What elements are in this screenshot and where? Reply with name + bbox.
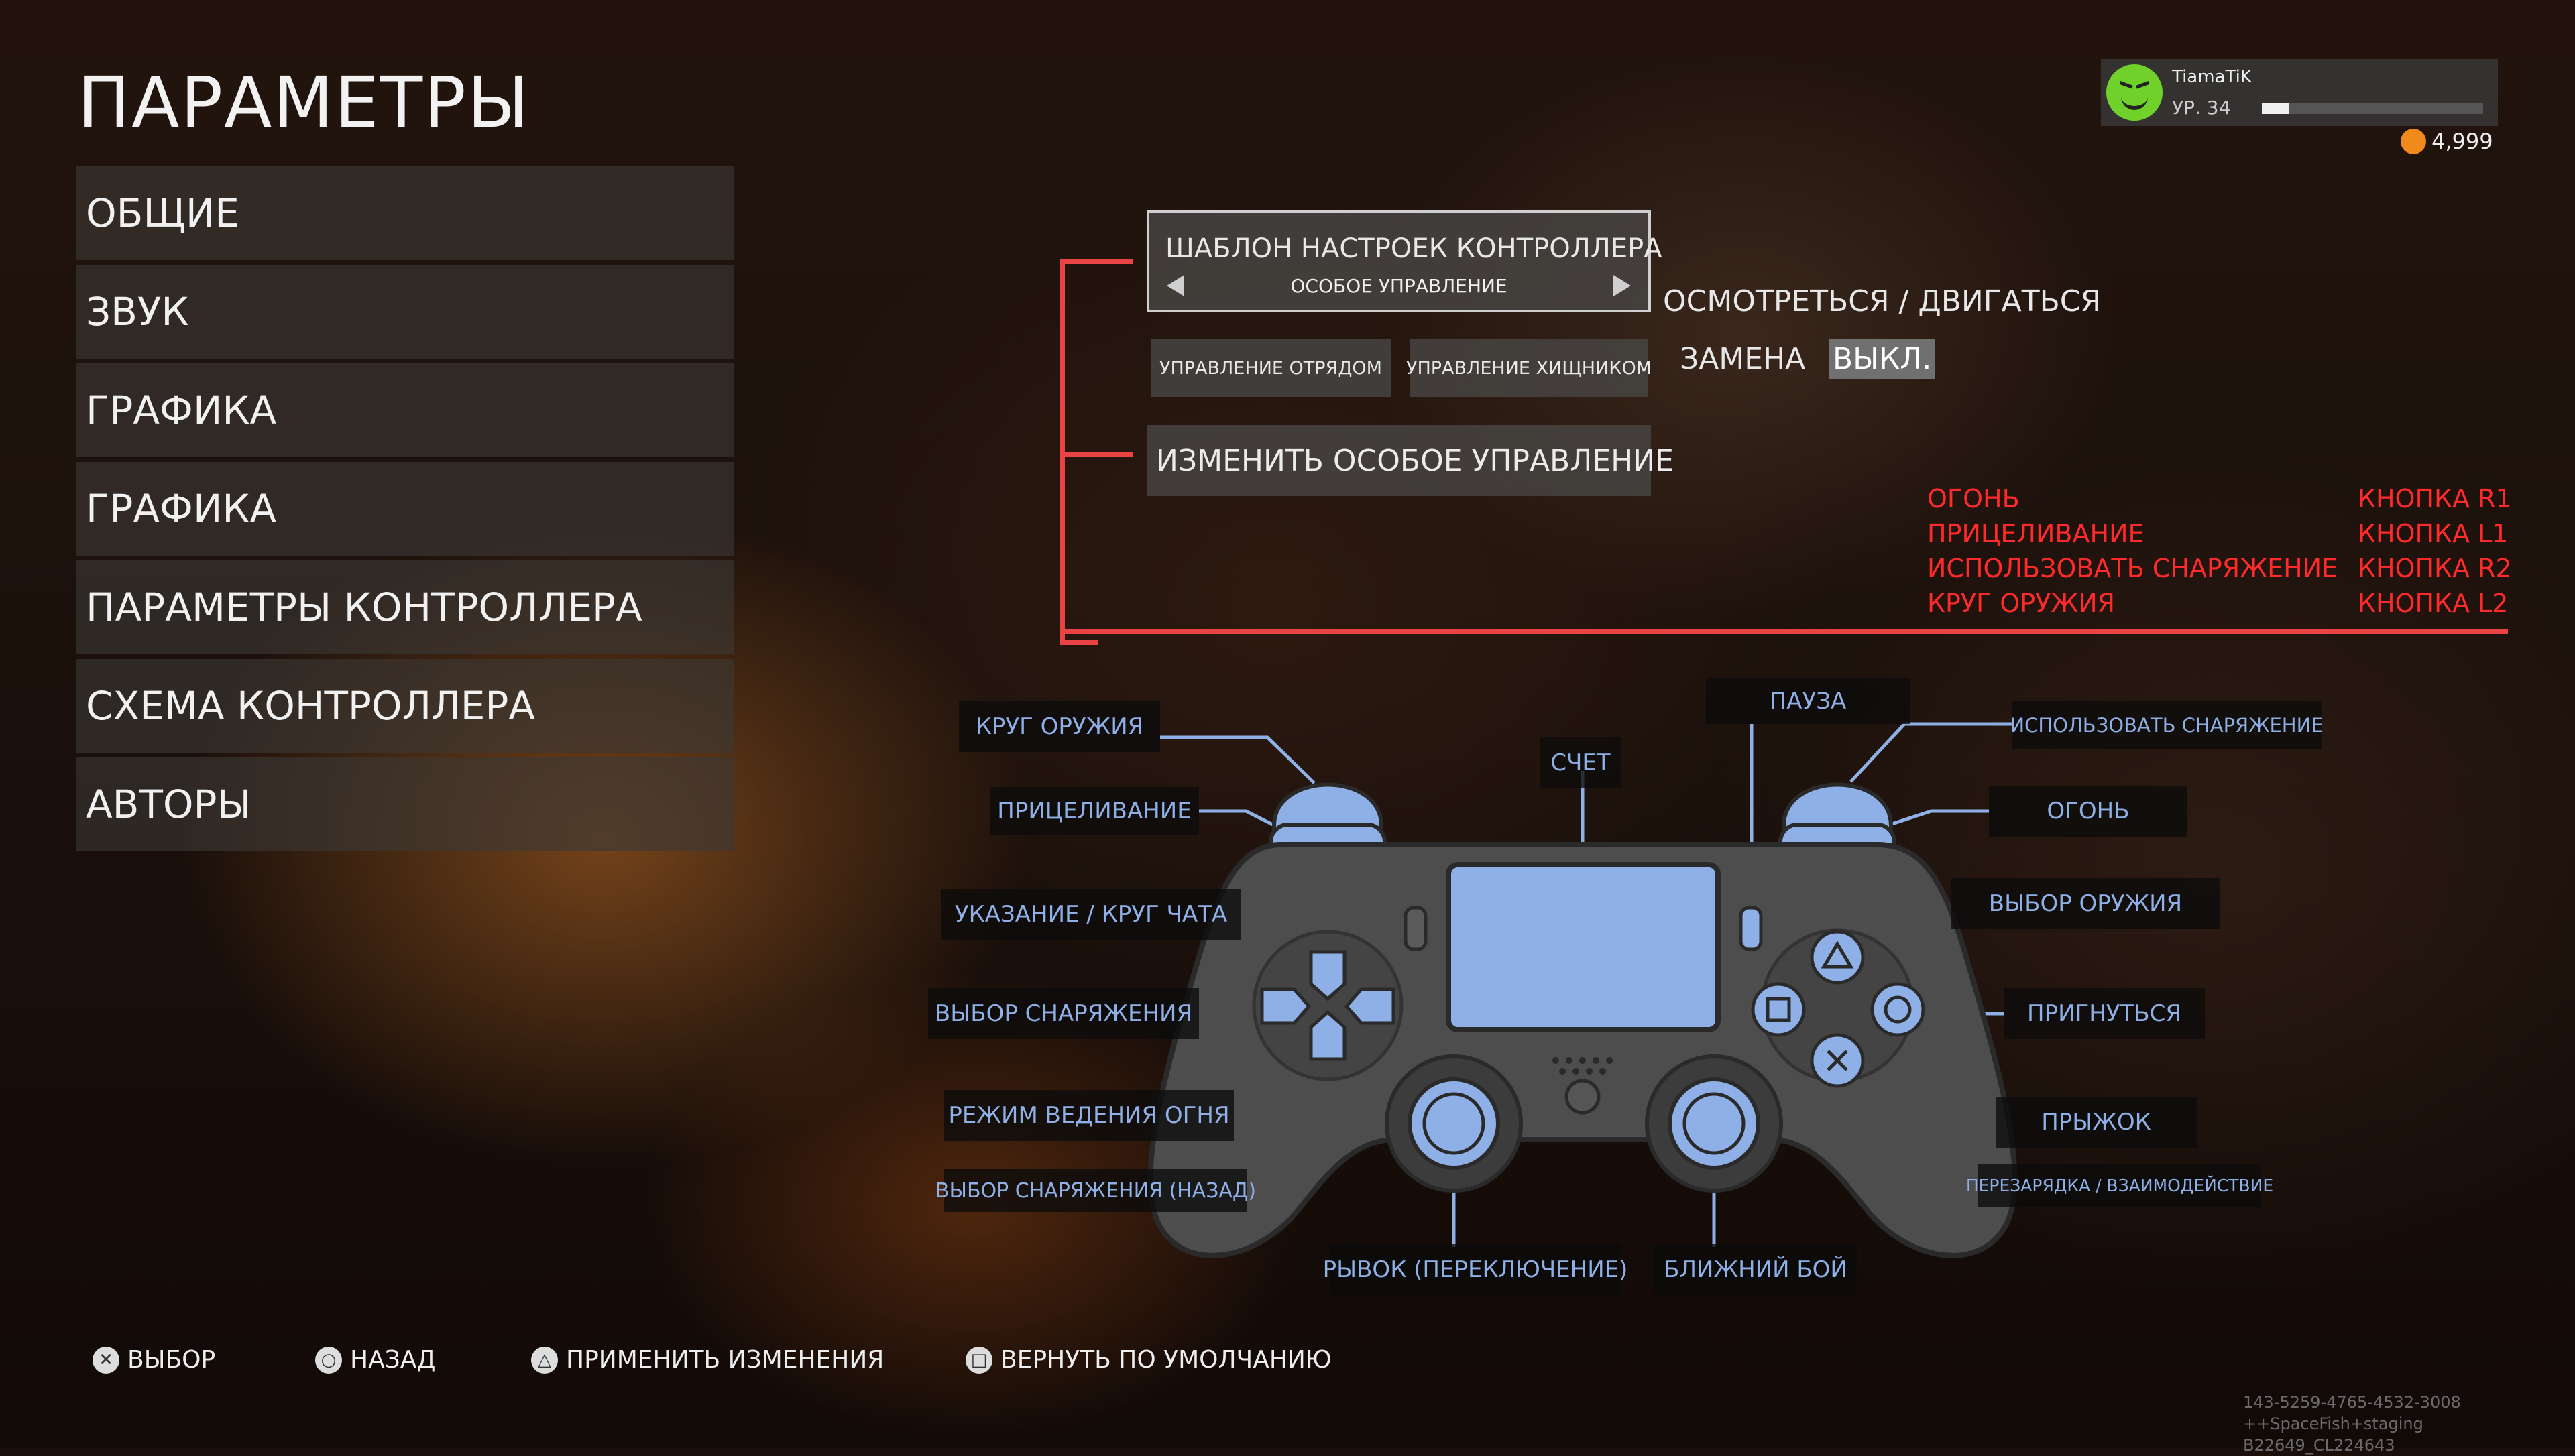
arrow-right-icon[interactable] <box>1613 275 1631 296</box>
menu-item-sound[interactable]: ЗВУК <box>76 265 734 359</box>
ps-button-icon <box>1564 1079 1601 1115</box>
settings-menu: ОБЩИЕ ЗВУК ГРАФИКА ГРАФИКА ПАРАМЕТРЫ КОН… <box>76 166 734 856</box>
right-stick-icon <box>1668 1077 1760 1170</box>
version-line-1: 143-5259-4765-4532-3008 <box>2243 1393 2461 1412</box>
footer-reset[interactable]: □ ВЕРНУТЬ ПО УМОЛЧАНИЮ <box>966 1346 1332 1374</box>
label-dpad-left: ВЫБОР СНАРЯЖЕНИЯ <box>928 988 1199 1039</box>
line-r2 <box>1849 722 2012 783</box>
label-dpad-down: РЕЖИМ ВЕДЕНИЯ ОГНЯ <box>944 1090 1234 1141</box>
binding-key-aim: КНОПКА L1 <box>2358 519 2509 548</box>
arrow-left-icon[interactable] <box>1167 275 1184 296</box>
dpad-down-icon <box>1309 1010 1347 1061</box>
profile-level: УР. 34 <box>2172 97 2231 119</box>
dpad-up-icon <box>1309 950 1347 1002</box>
label-triangle: ВЫБОР ОРУЖИЯ <box>1951 878 2220 929</box>
label-dpad-up: УКАЗАНИЕ / КРУГ ЧАТА <box>941 889 1241 940</box>
menu-item-graphics-2[interactable]: ГРАФИКА <box>76 462 734 556</box>
preset-bracket-bottom <box>1060 629 2508 634</box>
left-stick-icon <box>1408 1077 1500 1170</box>
dpad-right-icon <box>1344 987 1395 1025</box>
label-l2: КРУГ ОРУЖИЯ <box>959 701 1160 752</box>
menu-item-controller-layout[interactable]: СХЕМА КОНТРОЛЛЕРА <box>76 659 734 753</box>
label-cross: ПРЫЖОК <box>1996 1097 2197 1148</box>
binding-key-fire: КНОПКА R1 <box>2358 484 2512 513</box>
dpad-left-icon <box>1260 987 1312 1025</box>
swap-label: ЗАМЕНА <box>1680 342 1806 376</box>
xp-bar <box>2262 103 2483 114</box>
label-l1: ПРИЦЕЛИВАНИЕ <box>990 787 1199 835</box>
label-options: ПАУЗА <box>1706 678 1910 724</box>
profile-card: TiamaTiK УР. 34 <box>2101 59 2498 126</box>
label-r2: ИСПОЛЬЗОВАТЬ СНАРЯЖЕНИЕ <box>2010 701 2324 749</box>
menu-item-credits[interactable]: АВТОРЫ <box>76 757 734 851</box>
avatar <box>2106 64 2163 121</box>
profile-name: TiamaTiK <box>2172 67 2252 87</box>
edit-custom-controls-button[interactable]: ИЗМЕНИТЬ ОСОБОЕ УПРАВЛЕНИЕ <box>1147 425 1674 496</box>
binding-action-fire: ОГОНЬ <box>1927 484 2020 513</box>
square-icon: □ <box>966 1346 992 1374</box>
label-l3: РЫВОК (ПЕРЕКЛЮЧЕНИЕ) <box>1323 1244 1627 1295</box>
binding-key-weapon-wheel: КНОПКА L2 <box>2358 589 2509 618</box>
circle-button-icon <box>1870 982 1925 1037</box>
square-button-icon <box>1751 982 1806 1037</box>
binding-action-aim: ПРИЦЕЛИВАНИЕ <box>1927 519 2144 548</box>
credits-coin-icon <box>2401 129 2426 154</box>
look-move-label: ОСМОТРЕТЬСЯ / ДВИГАТЬСЯ <box>1663 284 2102 318</box>
page-title: ПАРАМЕТРЫ <box>78 62 530 143</box>
triangle-button-icon <box>1810 930 1865 985</box>
swap-toggle[interactable]: ВЫКЛ. <box>1829 339 1936 379</box>
label-r1: ОГОНЬ <box>1989 786 2187 837</box>
footer-back-label: НАЗАД <box>350 1346 436 1374</box>
speaker-grille <box>1552 1057 1613 1075</box>
footer-select[interactable]: ✕ ВЫБОР <box>93 1346 215 1374</box>
version-info: 143-5259-4765-4532-3008 ++SpaceFish+stag… <box>2243 1392 2575 1456</box>
footer-reset-label: ВЕРНУТЬ ПО УМОЛЧАНИЮ <box>1000 1346 1332 1374</box>
label-touchpad: СЧЕТ <box>1540 737 1621 788</box>
circle-icon: ○ <box>315 1346 342 1374</box>
version-line-2: ++SpaceFish+staging B22649_CL224643 <box>2243 1414 2423 1455</box>
line-r1 <box>1877 809 1989 831</box>
touchpad-icon <box>1446 862 1721 1032</box>
footer-apply[interactable]: △ ПРИМЕНИТЬ ИЗМЕНЕНИЯ <box>531 1346 884 1374</box>
share-button-icon <box>1404 906 1428 951</box>
cross-icon: ✕ <box>93 1346 119 1374</box>
triangle-icon: △ <box>531 1346 558 1374</box>
menu-item-controller-settings[interactable]: ПАРАМЕТРЫ КОНТРОЛЛЕРА <box>76 560 734 654</box>
binding-action-weapon-wheel: КРУГ ОРУЖИЯ <box>1927 589 2116 618</box>
binding-action-use-gear: ИСПОЛЬЗОВАТЬ СНАРЯЖЕНИЕ <box>1927 554 2338 583</box>
predator-control-button[interactable]: УПРАВЛЕНИЕ ХИЩНИКОМ <box>1406 339 1652 397</box>
footer-back[interactable]: ○ НАЗАД <box>315 1346 436 1374</box>
menu-item-graphics[interactable]: ГРАФИКА <box>76 363 734 457</box>
credits-value: 4,999 <box>2431 129 2493 154</box>
line-l2 <box>1160 735 1316 784</box>
line-l1 <box>1199 809 1282 831</box>
label-r3: БЛИЖНИЙ БОЙ <box>1654 1244 1857 1295</box>
footer-apply-label: ПРИМЕНИТЬ ИЗМЕНЕНИЯ <box>566 1346 884 1374</box>
template-value: ОСОБОЕ УПРАВЛЕНИЕ <box>1290 275 1507 297</box>
credits: 4,999 <box>2401 129 2493 154</box>
label-circle: ПРИГНУТЬСЯ <box>2004 988 2205 1039</box>
template-label: ШАБЛОН НАСТРОЕК КОНТРОЛЛЕРА <box>1165 233 1662 264</box>
binding-key-use-gear: КНОПКА R2 <box>2358 554 2512 583</box>
menu-item-general[interactable]: ОБЩИЕ <box>76 166 734 260</box>
footer-select-label: ВЫБОР <box>127 1346 216 1374</box>
options-button-icon <box>1739 906 1763 951</box>
controller-template-selector[interactable]: ШАБЛОН НАСТРОЕК КОНТРОЛЛЕРА ОСОБОЕ УПРАВ… <box>1147 210 1662 312</box>
label-square: ПЕРЕЗАРЯДКА / ВЗАИМОДЕЙСТВИЕ <box>1966 1164 2273 1207</box>
preset-bracket-tick-top <box>1060 259 1133 264</box>
squad-control-button[interactable]: УПРАВЛЕНИЕ ОТРЯДОМ <box>1151 339 1391 397</box>
label-dpad-back: ВЫБОР СНАРЯЖЕНИЯ (НАЗАД) <box>935 1169 1256 1212</box>
preset-bracket-tick <box>1060 452 1133 457</box>
